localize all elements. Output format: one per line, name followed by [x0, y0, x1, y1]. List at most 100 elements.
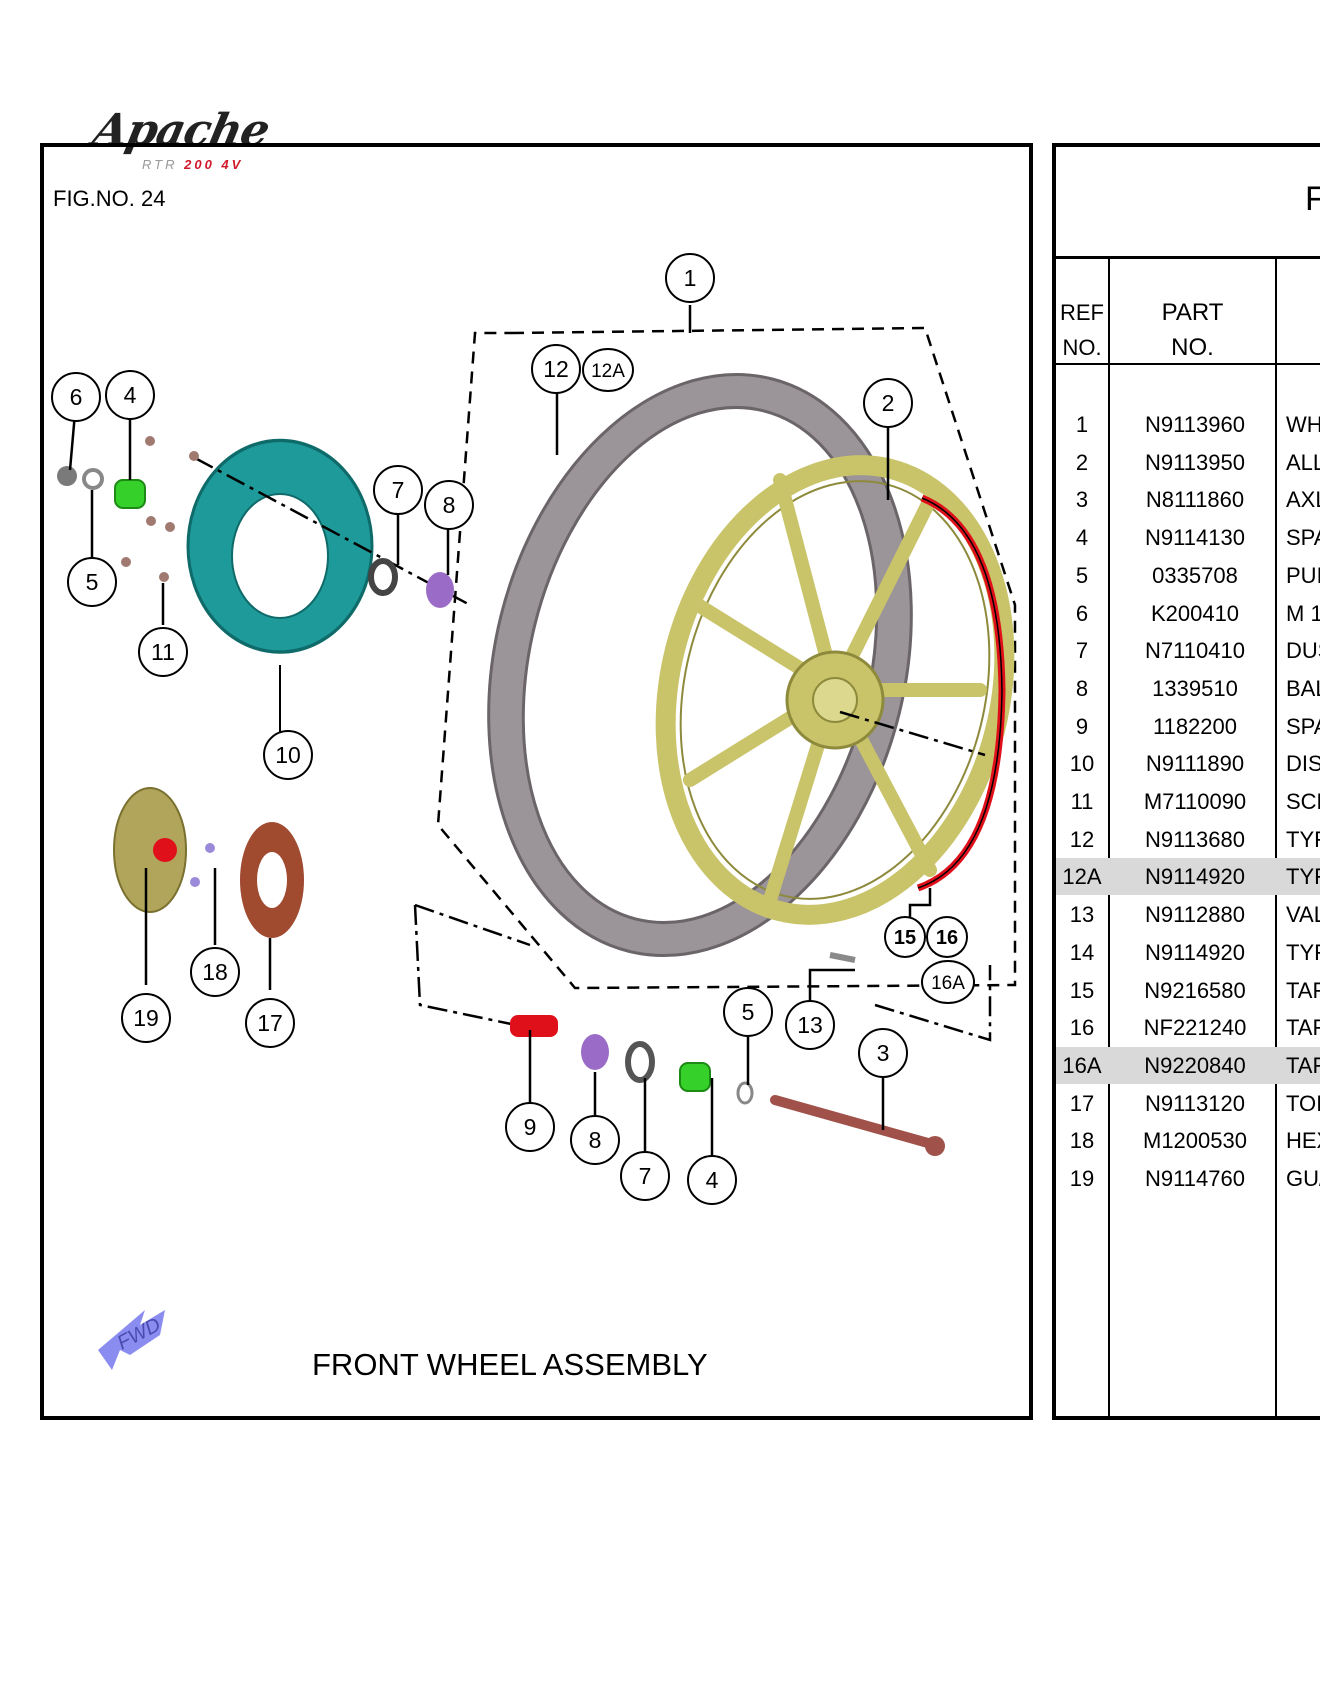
ref-cell: 19	[1069, 1166, 1095, 1191]
disc-screws	[121, 436, 199, 582]
description-cell: WH	[1286, 412, 1320, 437]
callout-3: 3	[858, 1028, 908, 1078]
svg-text:10: 10	[275, 742, 301, 768]
svg-text:5: 5	[742, 999, 755, 1025]
spacer-4-lower	[679, 1062, 711, 1092]
description-cell: M 1	[1286, 600, 1320, 626]
part-number-cell: N9114920	[1145, 864, 1245, 890]
dust-seal-7	[368, 558, 398, 596]
ref-cell: 15	[1069, 977, 1095, 1003]
callout-5-lower: 5	[723, 987, 773, 1037]
svg-text:6: 6	[70, 384, 83, 410]
callout-17: 17	[245, 998, 295, 1048]
svg-text:18: 18	[202, 959, 228, 985]
svg-text:9: 9	[524, 1114, 537, 1140]
dust-seal-7-lower	[625, 1041, 655, 1083]
description-cell: DUS	[1286, 638, 1320, 664]
axle-3	[770, 1095, 940, 1150]
description-cell: PUI	[1286, 562, 1320, 588]
ref-cell: 10	[1069, 751, 1095, 777]
callout-6: 6	[51, 372, 101, 422]
exploded-view-diagram: FWD 1 2 3 4 4 5 5 6 7 7 8 8 9 10 11 12 1…	[51, 253, 1017, 1370]
ref-cell: 16A	[1062, 1052, 1102, 1078]
ref-cell: 12A	[1062, 864, 1102, 890]
logo-model: RTR 200 4V	[142, 157, 243, 172]
callout-balloons: 1 2 3 4 4 5 5 6 7 7 8 8 9 10 11 12 12A 1…	[51, 253, 975, 1205]
ref-cell: 7	[1075, 638, 1089, 664]
callout-18: 18	[190, 947, 240, 997]
svg-text:11: 11	[151, 639, 175, 665]
ref-cell: 5	[1075, 562, 1089, 588]
ref-cell: 2	[1075, 449, 1089, 475]
spacer-4	[114, 479, 146, 509]
ref-cell: 1	[1075, 412, 1089, 437]
ref-cell: 12	[1069, 826, 1095, 852]
callout-9: 9	[505, 1102, 555, 1152]
part-number-cell: N9216580	[1144, 977, 1246, 1003]
svg-text:3: 3	[877, 1040, 890, 1066]
ref-header-line1: REF	[1060, 300, 1104, 325]
description-cell: TAF	[1286, 977, 1320, 1003]
callout-1: 1	[665, 253, 715, 303]
ref-header-line2: NO.	[1062, 335, 1102, 360]
callout-19: 19	[121, 993, 171, 1043]
bearing-8-lower	[581, 1034, 609, 1070]
part-number-cell: N9114920	[1145, 939, 1245, 965]
part-number-cell: N9114760	[1145, 1166, 1245, 1191]
part-header: PART NO.	[1110, 295, 1275, 365]
bearing-8	[426, 572, 454, 608]
header-divider	[1056, 256, 1320, 259]
guard-19	[113, 787, 187, 913]
table-row: 12A N9114920 TYF	[1056, 858, 1320, 896]
figure-number: FIG.NO. 24	[53, 186, 166, 211]
callout-4: 4	[105, 370, 155, 420]
svg-text:8: 8	[443, 492, 456, 518]
svg-text:19: 19	[133, 1005, 159, 1031]
callout-12a: 12A	[582, 348, 634, 392]
ref-cell: 13	[1069, 902, 1095, 928]
callout-4-lower: 4	[687, 1155, 737, 1205]
table-row: 11M7110090SCF	[1056, 783, 1320, 820]
callout-10: 10	[263, 730, 313, 780]
part-header-line1: PART	[1161, 299, 1224, 326]
table-row: 1 N9113960 WH	[1056, 406, 1320, 443]
table-row: 14N9114920TYF	[1056, 934, 1320, 971]
washer-5	[82, 468, 104, 490]
ref-cell: 9	[1075, 713, 1089, 739]
part-number-cell: N7110410	[1145, 638, 1245, 664]
fwd-arrow	[98, 1310, 165, 1370]
parts-table-frame	[1052, 143, 1320, 1420]
svg-text:16A: 16A	[931, 973, 965, 994]
description-cell: TYF	[1286, 864, 1320, 890]
description-cell: VAL	[1286, 902, 1320, 928]
part-number-cell: K200410	[1150, 600, 1240, 626]
svg-text:12: 12	[543, 356, 569, 382]
part-number-cell: N9113960	[1145, 412, 1245, 437]
callout-15: 15	[884, 916, 926, 958]
column-header-divider	[1056, 363, 1320, 365]
part-header-line2: NO.	[1171, 334, 1214, 361]
callout-7-lower: 7	[620, 1151, 670, 1201]
svg-text:4: 4	[706, 1167, 719, 1193]
ref-header: REF NO.	[1056, 295, 1108, 365]
table-title-partial: F	[1305, 180, 1320, 218]
table-row: 12N9113680TYF	[1056, 821, 1320, 858]
ref-cell: 4	[1075, 525, 1089, 551]
svg-text:4: 4	[124, 382, 137, 408]
table-row: 7 N7110410 DUS	[1056, 632, 1320, 669]
svg-text:17: 17	[257, 1010, 283, 1036]
description-cell: BAL	[1286, 675, 1320, 701]
figure-title: FRONT WHEEL ASSEMBLY	[312, 1347, 708, 1382]
description-cell: TAF	[1286, 1015, 1320, 1041]
description-cell: GU/	[1286, 1166, 1320, 1191]
callout-8: 8	[424, 480, 474, 530]
callout-16a: 16A	[921, 960, 975, 1004]
part-number-cell: N9114130	[1145, 525, 1245, 551]
description-cell: SPA	[1286, 525, 1320, 551]
description-cell: HEX	[1286, 1128, 1320, 1154]
ref-cell: 17	[1069, 1090, 1095, 1116]
svg-text:7: 7	[639, 1163, 652, 1189]
